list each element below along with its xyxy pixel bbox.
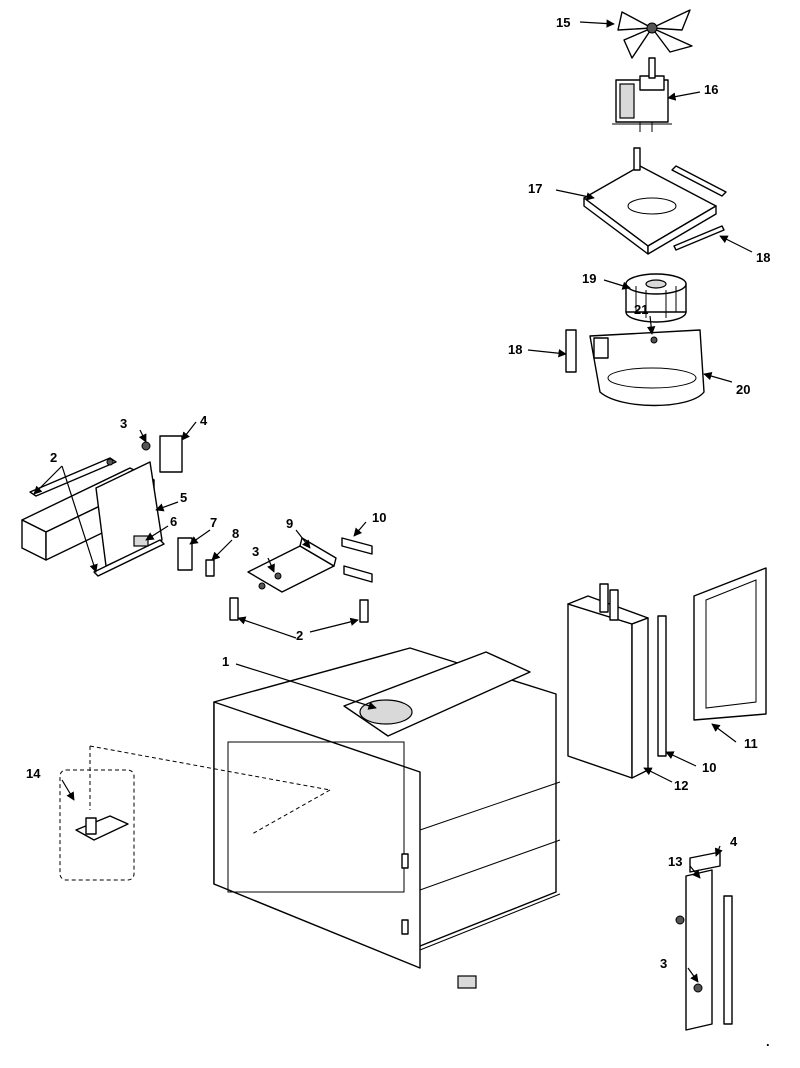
callout-1: 1 [222, 654, 229, 669]
callout-10-bottom: 10 [702, 760, 716, 775]
callout-16: 16 [704, 82, 718, 97]
corner-mark: . [766, 1034, 770, 1049]
fan-motor [612, 57, 672, 132]
callout-10-top: 10 [372, 510, 386, 525]
callout-3-left: 3 [120, 416, 127, 431]
motor-mounting-plate [583, 147, 717, 255]
blower-wheel [625, 273, 687, 323]
callout-2-middle: 2 [296, 628, 303, 643]
callout-18-bottom: 18 [508, 342, 522, 357]
cover-panel [693, 567, 767, 721]
side-trim [675, 851, 733, 1031]
callout-21: 21 [634, 302, 648, 317]
callout-4-right: 4 [730, 834, 738, 849]
gasket-blocks [229, 537, 373, 623]
air-duct [567, 583, 649, 779]
callout-14: 14 [26, 766, 41, 781]
leader-lines [33, 19, 753, 983]
drain-cap [457, 975, 477, 989]
callout-19: 19 [582, 271, 596, 286]
callout-17: 17 [528, 181, 542, 196]
control-bracket-assembly [21, 435, 183, 577]
callout-13: 13 [668, 854, 682, 869]
callout-9: 9 [286, 516, 293, 531]
bracket-and-fuse [177, 537, 215, 577]
callout-4-left: 4 [200, 413, 208, 428]
support-bracket [247, 537, 337, 593]
callout-3-middle: 3 [252, 544, 259, 559]
oven-cabinet [213, 647, 561, 969]
callout-8: 8 [232, 526, 239, 541]
gasket-strip-small [565, 329, 577, 373]
callout-7: 7 [210, 515, 217, 530]
callout-20: 20 [736, 382, 750, 397]
gasket-strip [671, 165, 727, 251]
callout-5: 5 [180, 490, 187, 505]
callout-15: 15 [556, 15, 570, 30]
callout-12: 12 [674, 778, 688, 793]
callout-labels: 15 16 17 18 19 21 18 20 3 4 2 5 6 7 8 9 … [26, 15, 770, 1049]
callout-6: 6 [170, 514, 177, 529]
fan-blade [617, 9, 693, 59]
callout-18-top: 18 [756, 250, 770, 265]
blower-housing [589, 329, 705, 407]
gasket-strip-long [657, 615, 667, 757]
callout-11: 11 [744, 736, 758, 751]
callout-2-left: 2 [50, 450, 57, 465]
callout-3-right: 3 [660, 956, 667, 971]
detail-inset [59, 745, 331, 881]
